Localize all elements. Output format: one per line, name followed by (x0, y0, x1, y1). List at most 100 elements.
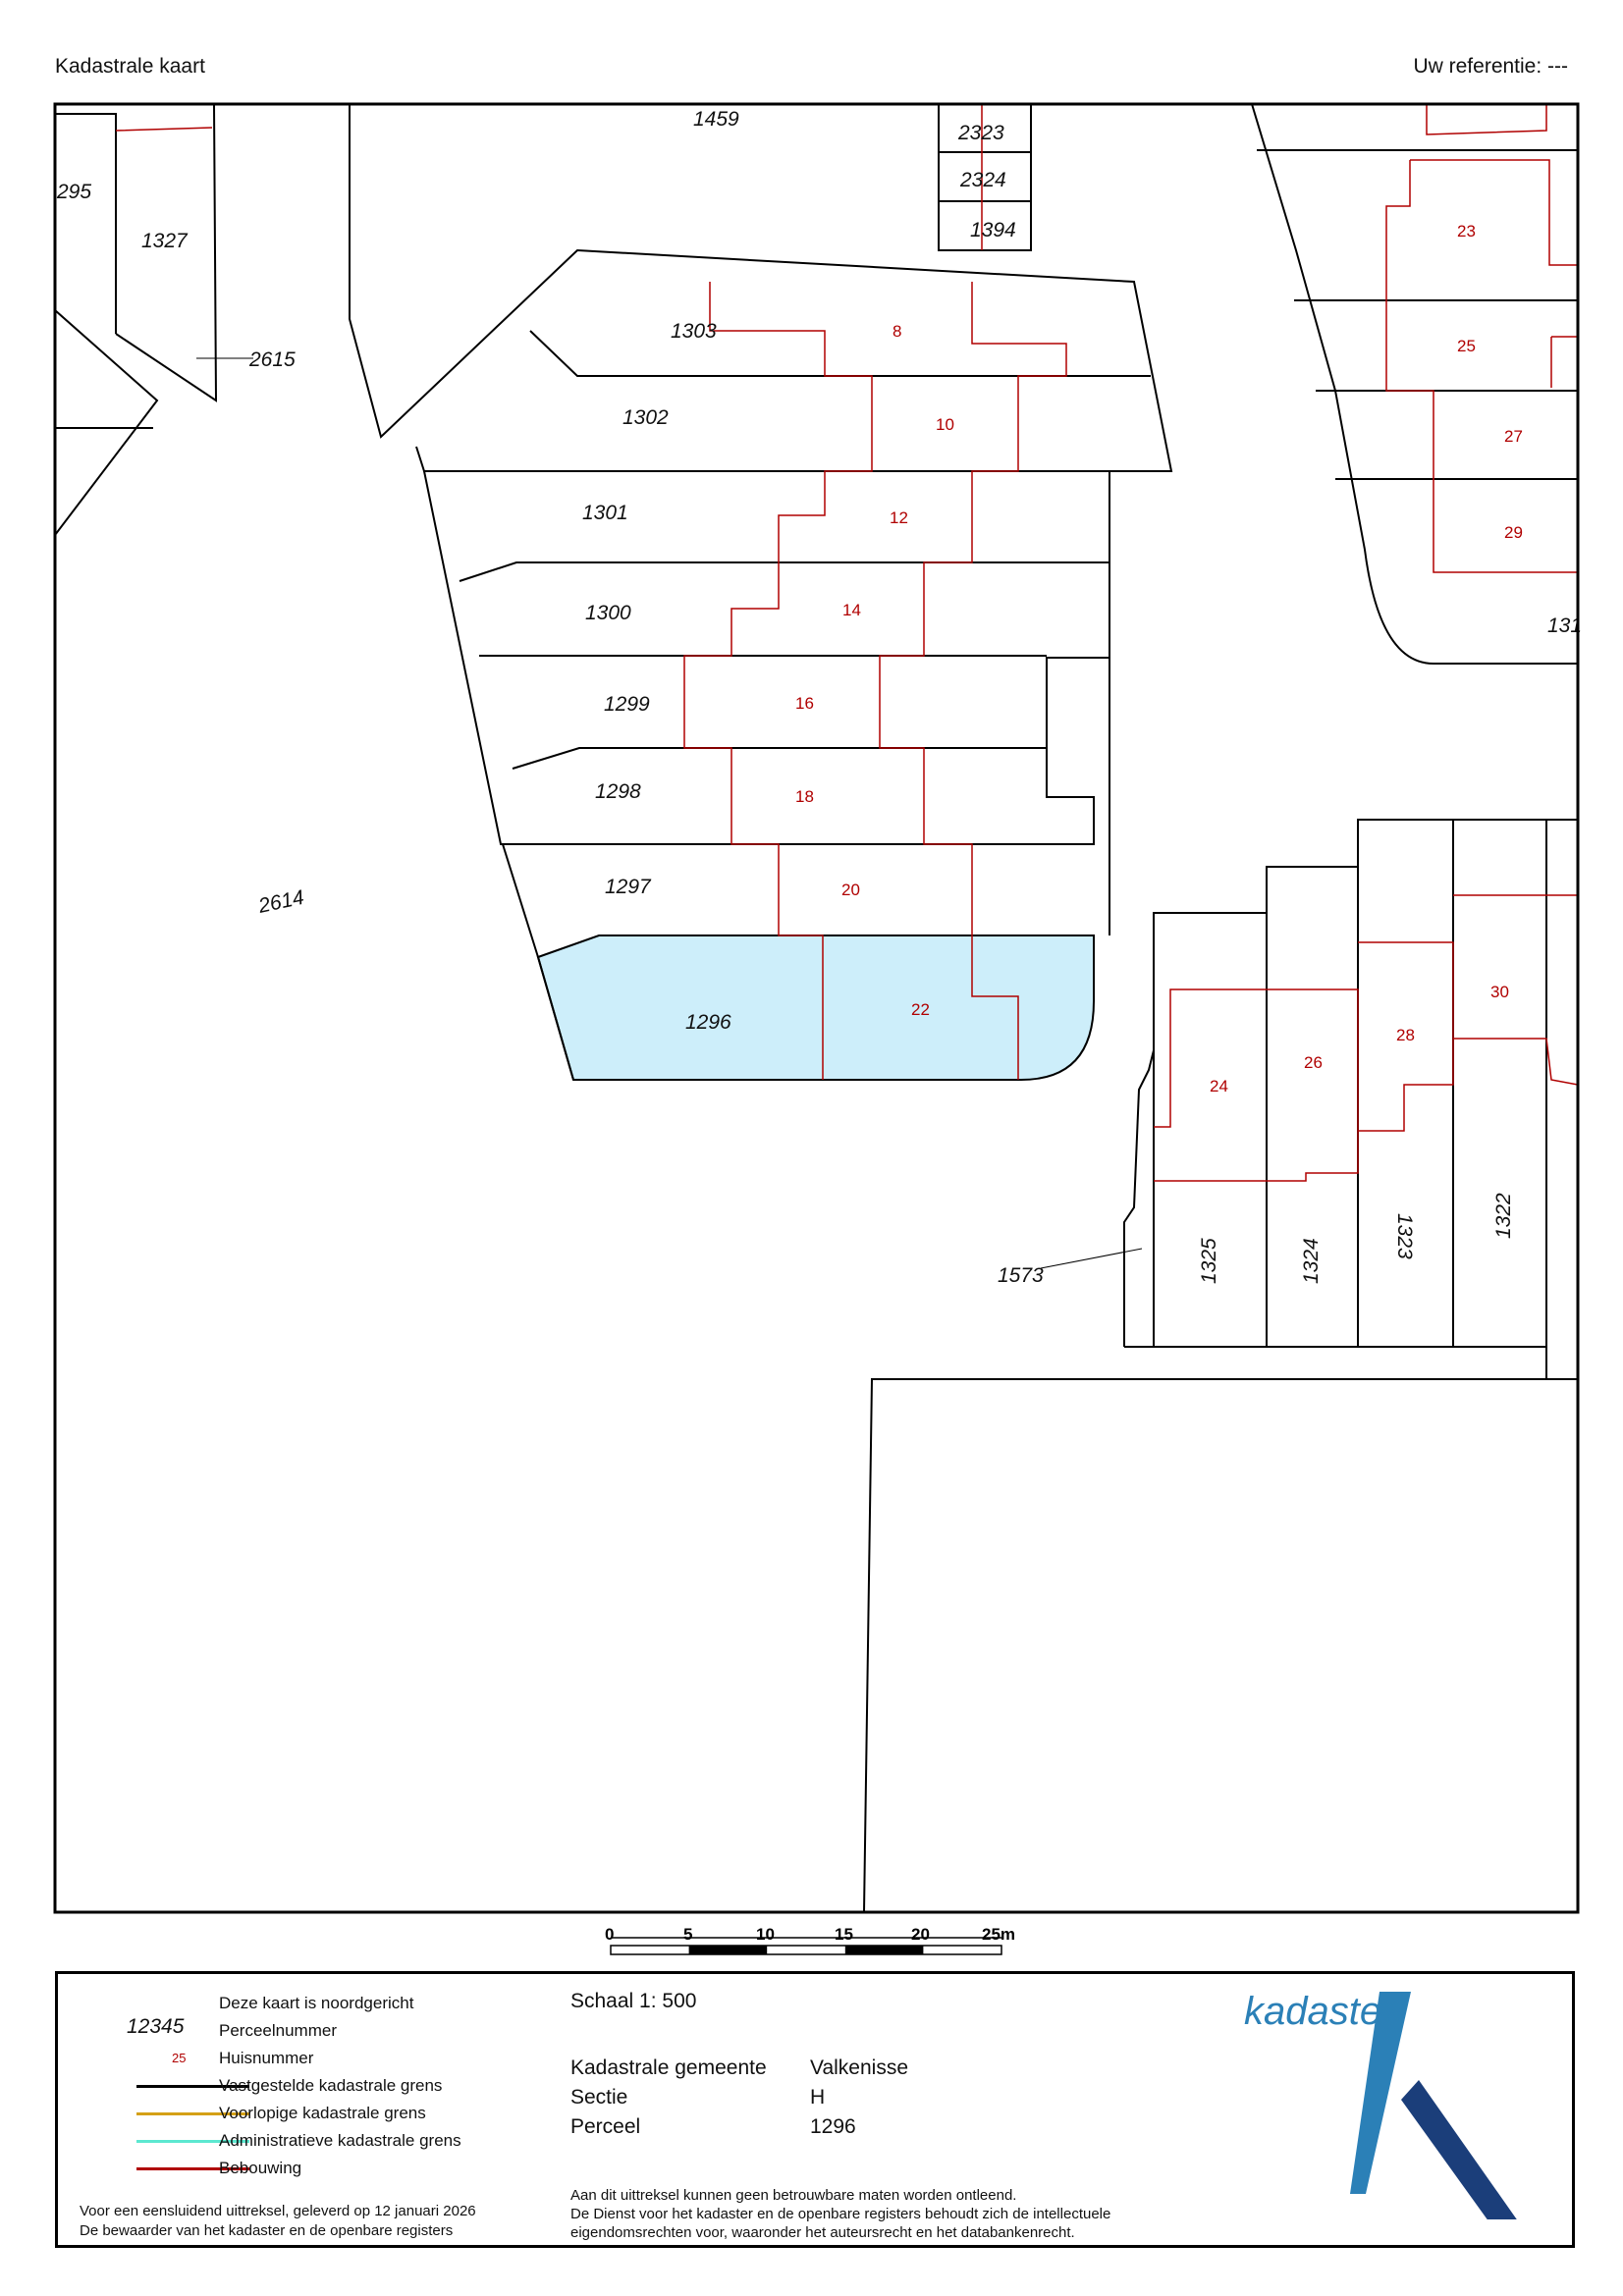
parcel-boundary (1124, 820, 1547, 1348)
parcel-label[interactable]: 1301 (582, 502, 628, 524)
parcel-label[interactable]: 1299 (604, 693, 650, 716)
parcel-boundary (938, 104, 1032, 251)
parcel-boundary (502, 843, 574, 1081)
leader-line-1573 (1040, 1248, 1143, 1269)
parcel-boundary (1251, 104, 1578, 665)
house-number: 14 (842, 601, 861, 619)
parcel-label[interactable]: 1324 (1300, 1238, 1323, 1284)
scale-bar: 0 5 10 15 20 25m (605, 1925, 1015, 1955)
legend-house-sample: 25 (172, 2051, 187, 2065)
parcel-boundary (863, 1378, 1578, 1912)
house-number-labels: 8 10 12 14 16 18 20 22 23 25 27 29 24 26… (795, 222, 1523, 1095)
disclaimer-line2: De Dienst voor het kadaster en de openba… (570, 2206, 1111, 2222)
section-label: Sectie (570, 2086, 628, 2109)
legend-item-label: Administratieve kadastrale grens (219, 2131, 461, 2150)
house-number: 26 (1304, 1053, 1323, 1072)
parcel-label[interactable]: 1322 (1492, 1193, 1515, 1239)
parcel-label[interactable]: 1459 (693, 108, 739, 131)
parcel-boundary (1123, 819, 1578, 1347)
parcel-label[interactable]: 1394 (970, 219, 1016, 241)
kadaster-logo-text: kadaster (1244, 1990, 1395, 2033)
house-number: 28 (1396, 1026, 1415, 1044)
page-title: Kadastrale kaart (55, 55, 205, 78)
scale-tick: 25m (982, 1925, 1015, 1944)
legend-footer-line2: De bewaarder van het kadaster en de open… (80, 2222, 454, 2239)
legend-parcel-label: Perceelnummer (219, 2021, 337, 2040)
house-number: 30 (1490, 983, 1509, 1001)
house-number: 29 (1504, 523, 1523, 542)
disclaimer-line1: Aan dit uittreksel kunnen geen betrouwba… (570, 2187, 1017, 2204)
parcel-label-info: Perceel (570, 2115, 641, 2138)
scale-tick: 15 (835, 1925, 853, 1944)
parcel-boundary (459, 561, 1109, 582)
parcel-boundary (349, 104, 1173, 935)
scale-tick: 0 (605, 1925, 614, 1944)
parcel-label[interactable]: 2615 (248, 348, 296, 371)
buildings-center (683, 282, 1067, 1080)
house-number: 10 (936, 415, 954, 434)
parcel-label[interactable]: 1300 (585, 602, 631, 624)
legend-item-label: Vastgestelde kadastrale grens (219, 2076, 443, 2095)
parcel-label[interactable]: 1297 (605, 876, 652, 898)
legend-house-label: Huisnummer (219, 2049, 314, 2067)
parcel-value-info: 1296 (810, 2115, 856, 2138)
parcel-boundary (1153, 820, 1454, 1347)
legend-line-established (136, 2085, 249, 2088)
parcel-boundary (529, 330, 1151, 377)
house-number: 8 (893, 322, 901, 341)
municipality-value: Valkenisse (810, 2056, 908, 2079)
parcel-label[interactable]: 1325 (1198, 1238, 1220, 1284)
house-number: 20 (841, 881, 860, 899)
parcel-label[interactable]: 2614 (255, 886, 305, 918)
parcel-boundary (55, 309, 159, 536)
house-number: 18 (795, 787, 814, 806)
kadaster-logo-icon (1350, 1992, 1517, 2219)
house-number: 12 (890, 508, 908, 527)
parcel-label[interactable]: 2324 (959, 169, 1006, 191)
scale-text: Schaal 1: 500 (570, 1990, 697, 2012)
scale-tick: 5 (683, 1925, 692, 1944)
parcel-label[interactable]: 1296 (685, 1011, 731, 1034)
parcel-boundary (512, 747, 1047, 770)
parcel-boundary (55, 113, 117, 334)
parcel-label[interactable]: 1323 (1393, 1213, 1416, 1259)
parcel-label[interactable]: 1573 (998, 1264, 1044, 1287)
north-note: Deze kaart is noordgericht (219, 1994, 414, 2012)
municipality-label: Kadastrale gemeente (570, 2056, 767, 2079)
parcel-label[interactable]: 1327 (141, 230, 189, 252)
parcel-label[interactable]: 295 (56, 181, 91, 203)
parcel-boundary (423, 470, 1110, 845)
house-number: 27 (1504, 427, 1523, 446)
legend-item-label: Voorlopige kadastrale grens (219, 2104, 426, 2122)
legend-parcel-sample: 12345 (127, 2015, 185, 2038)
scale-tick: 10 (756, 1925, 775, 1944)
map-frame (53, 102, 1580, 1914)
legend-panel: Deze kaart is noordgericht 12345 Perceel… (55, 1971, 1575, 2248)
parcel-labels: 1459 2323 2324 1394 295 1327 2615 1303 1… (56, 108, 1582, 1287)
legend-footer-line1: Voor een eensluidend uittreksel, gelever… (80, 2203, 476, 2219)
house-number: 23 (1457, 222, 1476, 240)
house-number: 16 (795, 694, 814, 713)
buildings-right-upper (1385, 159, 1578, 573)
house-number: 22 (911, 1000, 930, 1019)
parcel-label[interactable]: 1303 (671, 320, 717, 343)
parcel-label[interactable]: 2323 (957, 122, 1004, 144)
house-number: 24 (1210, 1077, 1228, 1095)
parcel-label[interactable]: 1302 (622, 406, 669, 429)
legend-line-provisional (136, 2112, 249, 2115)
house-number: 25 (1457, 337, 1476, 355)
legend-item-label: Bebouwing (219, 2159, 302, 2177)
buildings-right-lower (1154, 894, 1578, 1182)
parcel-label[interactable]: 1298 (595, 780, 641, 803)
legend-line-building (136, 2167, 249, 2170)
parcel-boundary (415, 446, 1171, 472)
legend-line-administrative (136, 2140, 249, 2143)
parcel-label[interactable]: 131 (1547, 614, 1582, 637)
parcel-1296-shape[interactable] (536, 934, 1095, 1081)
scale-tick: 20 (911, 1925, 930, 1944)
buildings-top (115, 104, 1547, 250)
cadastral-map[interactable]: 1459 2323 2324 1394 295 1327 2615 1303 1… (0, 0, 1623, 1973)
parcel-boundary (115, 104, 218, 402)
section-value: H (810, 2086, 826, 2109)
reference-text: Uw referentie: --- (1413, 55, 1568, 78)
